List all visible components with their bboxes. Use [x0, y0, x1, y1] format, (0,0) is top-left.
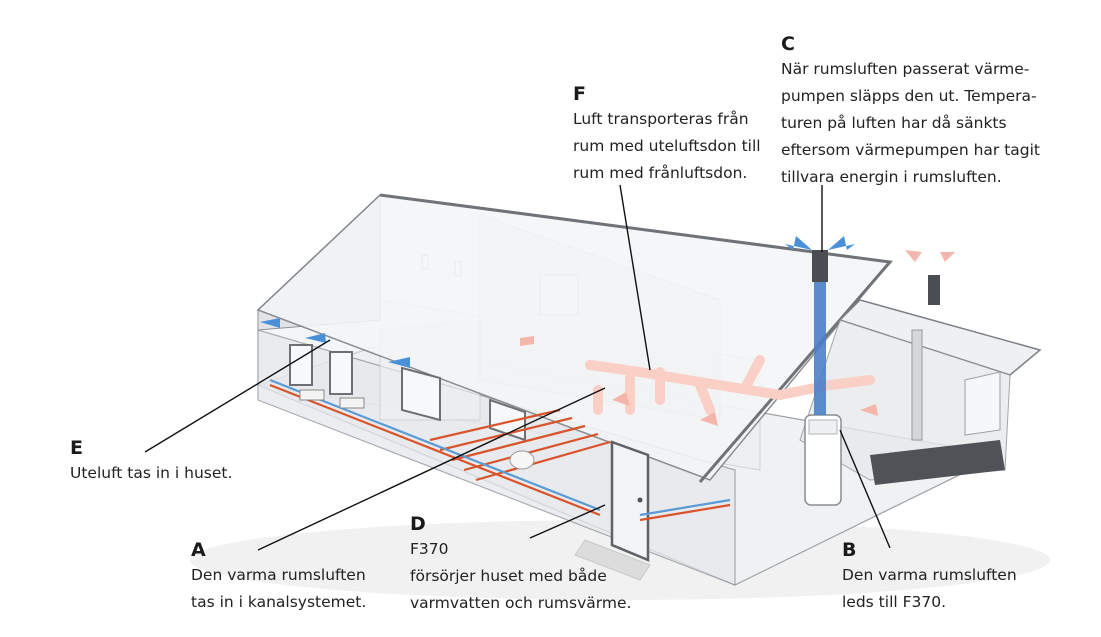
callout-line: rum med uteluftsdon till: [573, 137, 761, 155]
leader-lines: [144, 184, 891, 551]
callout-line: eftersom värmepumpen har tagit: [781, 141, 1041, 159]
roof-ridge-trim: [379, 193, 893, 483]
callout-c: C När rumsluften passerat värme- pumpen …: [781, 32, 1040, 191]
callout-line: Den varma rumsluften: [842, 566, 1017, 584]
cold-air-arrows: [260, 236, 855, 368]
front-window-3: [401, 366, 441, 422]
callout-e: E Uteluft tas in i huset.: [70, 436, 232, 487]
annex-column: [911, 329, 923, 441]
callout-line: Den varma rumsluften: [191, 566, 366, 584]
f370-panel: [808, 419, 838, 435]
radiator-1: [299, 389, 325, 401]
callout-d: D F370 försörjer huset med både varmvatt…: [410, 512, 631, 617]
front-window-2: [329, 351, 353, 395]
front-door: [610, 440, 650, 562]
toilet: [509, 450, 535, 470]
callout-line: rum med frånluftsdon.: [573, 164, 748, 182]
callout-line: tillvara energin i rumsluften.: [781, 168, 1002, 186]
warm-air-arrows: [520, 250, 955, 426]
annex-window: [964, 371, 1001, 436]
callout-letter: D: [410, 513, 426, 535]
callout-line: varmvatten och rumsvärme.: [410, 594, 632, 612]
annex-chimney: [928, 275, 940, 305]
callout-f: F Luft transporteras från rum med uteluf…: [573, 82, 761, 187]
doormat: [574, 539, 651, 581]
callout-letter: E: [70, 437, 83, 459]
door-handle: [637, 497, 643, 503]
leader-line-d: [529, 504, 606, 539]
callout-line: F370: [410, 540, 449, 558]
callout-line: leds till F370.: [842, 593, 947, 611]
callout-letter: A: [191, 539, 206, 561]
callout-line: När rumsluften passerat värme-: [781, 60, 1030, 78]
callout-b: B Den varma rumsluften leds till F370.: [842, 538, 1017, 616]
callout-line: Uteluft tas in i huset.: [70, 464, 233, 482]
radiator-2: [339, 397, 365, 409]
annex-railing: [870, 440, 1005, 485]
callout-line: tas in i kanalsystemet.: [191, 593, 367, 611]
callout-a: A Den varma rumsluften tas in i kanalsys…: [191, 538, 366, 616]
leader-line-e: [144, 339, 331, 453]
callout-letter: B: [842, 539, 857, 561]
leader-line-f: [619, 184, 651, 371]
callout-letter: C: [781, 33, 795, 55]
warm-air-ducts: [585, 355, 875, 415]
exhaust-chimney-top: [812, 250, 828, 282]
exhaust-duct: [814, 280, 826, 415]
callout-line: pumpen släpps den ut. Tempera-: [781, 87, 1037, 105]
front-window-1: [289, 344, 313, 386]
callout-line: turen på luften har då sänkts: [781, 114, 1007, 132]
callout-line: Luft transporteras från: [573, 110, 749, 128]
leader-line-a: [257, 387, 606, 551]
callout-letter: F: [573, 83, 586, 105]
leader-line-b: [839, 429, 891, 549]
callout-line: försörjer huset med både: [410, 567, 607, 585]
